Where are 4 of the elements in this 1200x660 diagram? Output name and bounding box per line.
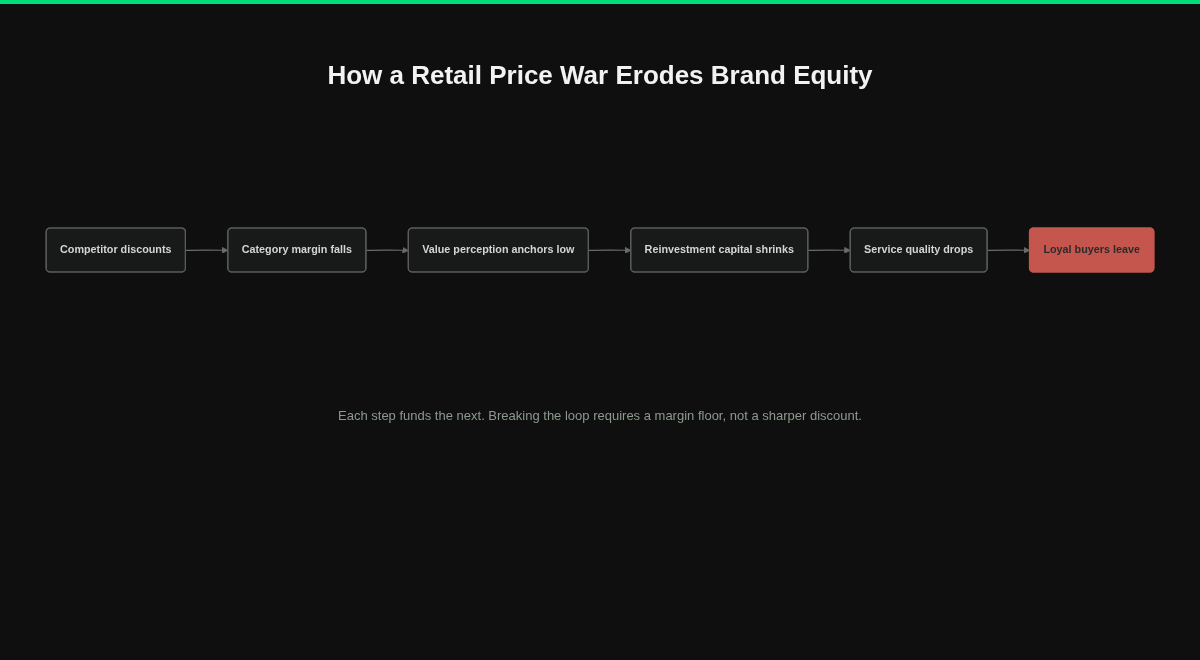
arrow (807, 246, 851, 254)
diagram-title: How a Retail Price War Erodes Brand Equity (327, 60, 873, 90)
caption-text: Each step funds the next. Breaking the loop requires a margin floor, not a sharper discount. (338, 408, 862, 423)
arrow (365, 246, 409, 254)
